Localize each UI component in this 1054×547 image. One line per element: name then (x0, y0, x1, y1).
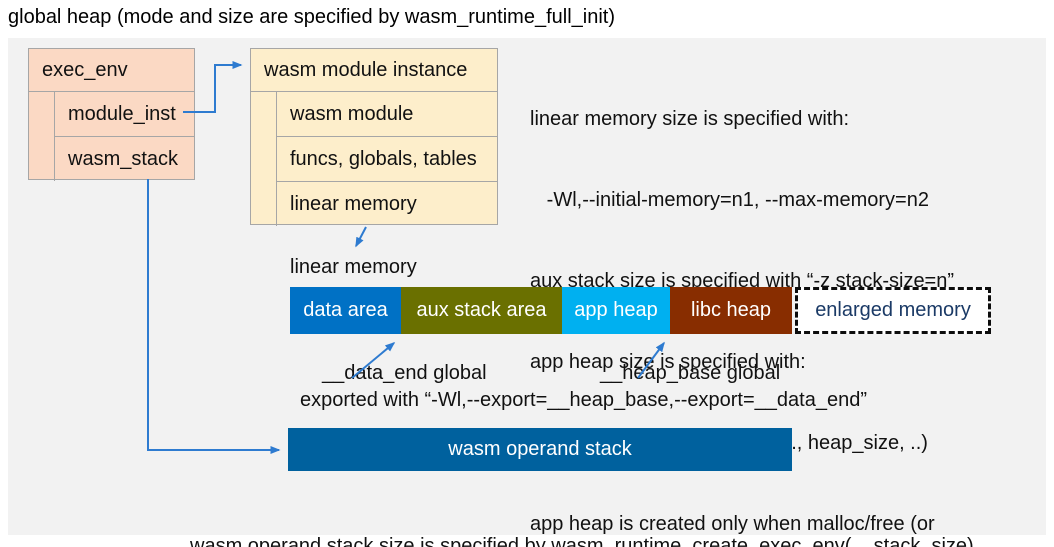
exec-env-row-module-inst: module_inst (55, 92, 194, 137)
memory-segment-app-heap: app heap (562, 287, 670, 334)
data-end-global-label: __data_end global (322, 362, 487, 384)
heap-base-global-label: __heap_base global (600, 362, 781, 384)
wasm-operand-stack-bar: wasm operand stack (288, 428, 792, 471)
note-line: linear memory size is specified with: (530, 108, 849, 130)
note-line: -Wl,--initial-memory=n1, --max-memory=n2 (530, 189, 929, 211)
note-line: app heap size is specified with: (530, 351, 806, 373)
notes-bottom: wasm operand stack size is specified by … (190, 481, 974, 547)
module-instance-box: wasm module instance wasm module funcs, … (250, 48, 498, 226)
page-title: global heap (mode and size are specified… (8, 6, 615, 28)
module-instance-header: wasm module instance (251, 49, 497, 92)
memory-segment-enlarged-memory: enlarged memory (795, 287, 991, 334)
note-line: app heap is created only when malloc/fre… (530, 513, 935, 535)
note-line: aux stack size is specified with “-z sta… (530, 270, 955, 292)
module-instance-row-linear-memory: linear memory (290, 193, 417, 215)
note-line: wasm operand stack size is specified by … (190, 535, 974, 547)
linear-memory-label: linear memory (290, 256, 417, 278)
exec-env-box: exec_env module_inst wasm_stack (28, 48, 195, 181)
module-instance-row-wasm-module: wasm module (277, 92, 497, 137)
memory-segment-data-area: data area (290, 287, 401, 334)
exec-env-row-wasm-stack: wasm_stack (68, 148, 179, 170)
memory-segment-libc-heap: libc heap (670, 287, 792, 334)
module-instance-row-funcs-globals-tables: funcs, globals, tables (277, 137, 497, 182)
module-instance-rows: wasm module funcs, globals, tables linea… (276, 92, 497, 226)
exported-flags-label: exported with “-Wl,--export=__heap_base,… (300, 389, 867, 411)
memory-segment-aux-stack-area: aux stack area (401, 287, 562, 334)
exec-env-rows: module_inst wasm_stack (54, 92, 194, 181)
exec-env-header: exec_env (29, 49, 194, 92)
